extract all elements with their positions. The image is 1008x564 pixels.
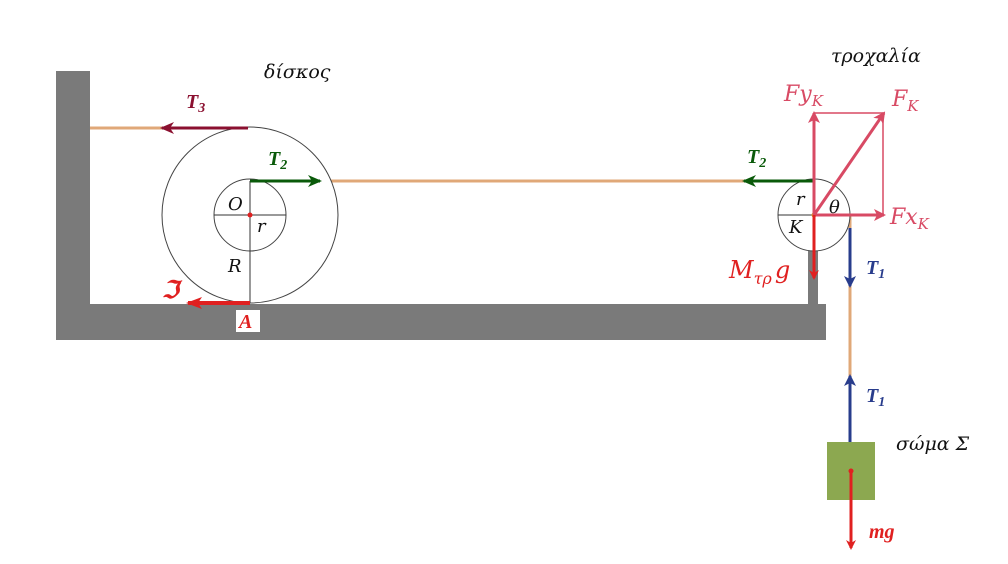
label-friction: ℑ [162, 278, 183, 304]
label-theta: θ [829, 197, 840, 218]
arrow-F [812, 111, 886, 216]
floor [56, 304, 826, 340]
label-A: A [237, 311, 252, 333]
point-A-box [236, 310, 260, 332]
label-T1-upper: T1 [866, 257, 885, 282]
pulley-title: τροχαλία [831, 45, 921, 67]
body-title: σώμα Σ [896, 433, 970, 455]
label-T2-disk: T2 [268, 148, 287, 173]
label-Fy: FyK [783, 82, 824, 110]
label-O: O [228, 194, 243, 215]
label-pulley-r: r [796, 189, 806, 210]
label-T3: T3 [186, 91, 205, 116]
label-K: K [788, 217, 804, 238]
label-T1-lower: T1 [866, 385, 885, 410]
label-F: FK [891, 87, 919, 115]
label-r-disk: r [257, 216, 267, 237]
disk-title: δίσκος [264, 61, 331, 83]
label-R: R [227, 256, 242, 277]
left-wall [56, 71, 90, 340]
label-T2-pulley: T2 [747, 146, 766, 171]
label-mg: mg [869, 521, 895, 543]
disk-center-dot [247, 212, 253, 218]
label-Fx: FxK [889, 205, 930, 233]
